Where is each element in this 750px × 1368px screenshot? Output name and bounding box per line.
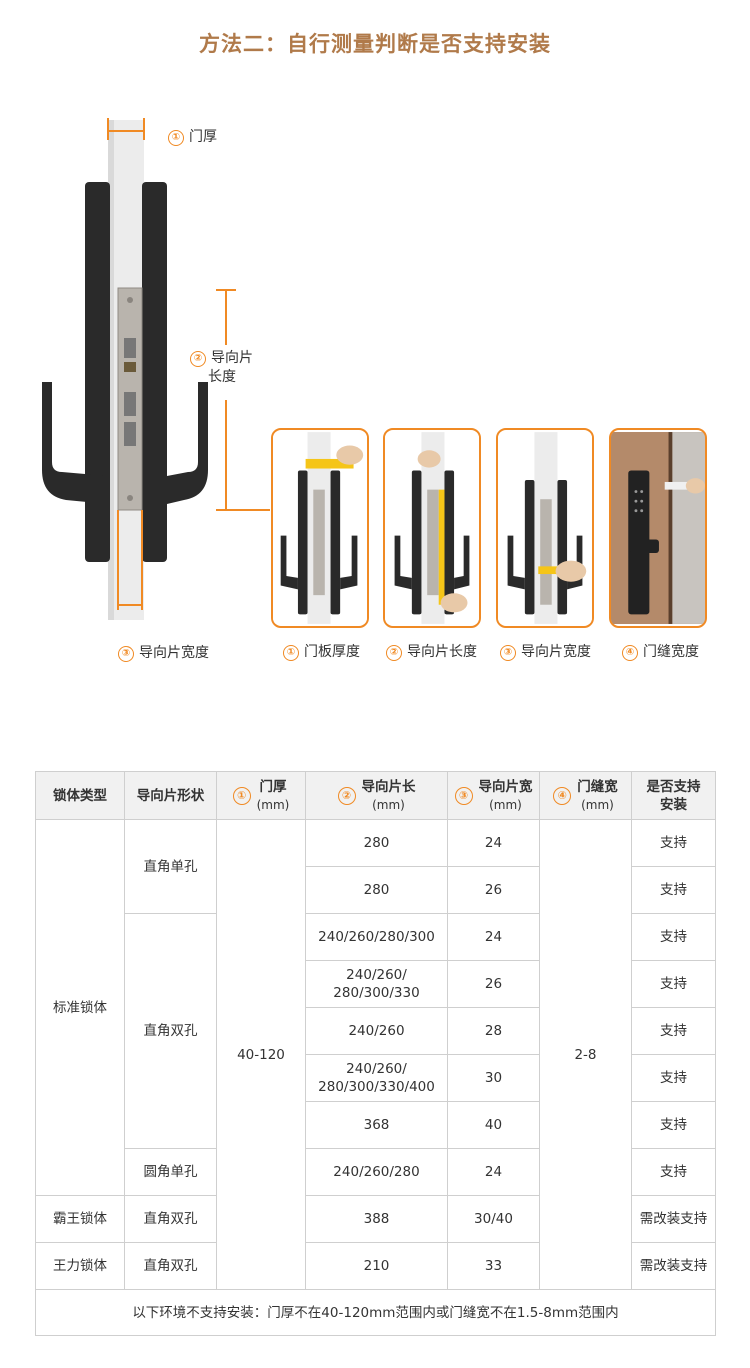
cell-guide-length: 240/260/280/300/330: [305, 960, 448, 1008]
cell-lock-type-bawang: 霸王锁体: [35, 1195, 125, 1243]
cell-door-gap: 2-8: [539, 819, 632, 1290]
table-row: 标准锁体 直角单孔 40-120 280 24 2-8 支持: [35, 819, 716, 1290]
table-row: 240/260 28 支持: [36, 1007, 716, 1055]
cell-supported: 支持: [631, 1148, 716, 1196]
cell-supported: 支持: [631, 913, 716, 961]
table-row: 240/260/280/300/330 26 支持: [36, 960, 716, 1008]
cell-shape-bawang: 直角双孔: [124, 1195, 217, 1243]
measure-card-guide-width: [496, 428, 594, 628]
cell-guide-width: 30: [447, 1054, 540, 1102]
cell-shape-round-single: 圆角单孔: [124, 1148, 217, 1196]
table-row: 280 26 支持: [36, 866, 716, 914]
cell-supported: 支持: [631, 1054, 716, 1102]
table-row: 240/260/280/300/330/400 30 支持: [36, 1054, 716, 1102]
header-supported: 是否支持安装: [631, 771, 716, 820]
lock-measurement-illustration: [42, 118, 270, 620]
cell-lock-type-wangli: 王力锁体: [35, 1242, 125, 1290]
cell-shape-right-double: 直角双孔: [124, 913, 217, 1149]
cell-supported: 支持: [631, 819, 716, 867]
cell-guide-width: 26: [447, 866, 540, 914]
table-row: 王力锁体 直角双孔 210 33 需改装支持: [35, 1242, 716, 1290]
cell-guide-width: 26: [447, 960, 540, 1008]
cell-shape-wangli: 直角双孔: [124, 1242, 217, 1290]
cell-guide-width: 30/40: [447, 1195, 540, 1243]
cell-guide-length: 280: [305, 819, 448, 867]
measure-photo-door-thickness: [273, 432, 367, 624]
cell-guide-length: 240/260/280/300: [305, 913, 448, 961]
cell-guide-length: 388: [305, 1195, 448, 1243]
measure-photo-door-gap: [611, 432, 705, 624]
table-row: 圆角单孔 240/260/280 24 支持: [36, 1148, 716, 1196]
cell-guide-width: 33: [447, 1242, 540, 1290]
cell-guide-length: 240/260: [305, 1007, 448, 1055]
cell-guide-length: 368: [305, 1101, 448, 1149]
page-title: 方法二：自行测量判断是否支持安装: [199, 32, 551, 56]
cell-guide-length: 210: [305, 1242, 448, 1290]
cell-shape-right-single: 直角单孔: [124, 819, 217, 914]
cell-supported: 需改装支持: [631, 1242, 716, 1290]
cell-guide-length: 280: [305, 866, 448, 914]
cell-supported: 支持: [631, 1007, 716, 1055]
cell-guide-width: 24: [447, 819, 540, 867]
measure-photo-guide-width: [498, 432, 592, 624]
outer-lock-body: [142, 182, 167, 562]
cell-guide-width: 40: [447, 1101, 540, 1149]
outer-handle: [167, 382, 208, 504]
inner-handle: [42, 382, 108, 504]
cell-door-thickness: 40-120: [216, 819, 306, 1290]
cell-guide-length: 240/260/280: [305, 1148, 448, 1196]
header-guide-shape: 导向片形状: [124, 771, 217, 820]
unsupported-note: 以下环境不支持安装：门厚不在40-120mm范围内或门缝宽不在1.5-8mm范围…: [35, 1289, 716, 1336]
header-lock-type: 锁体类型: [35, 771, 125, 820]
cell-supported: 支持: [631, 866, 716, 914]
table-footer-row: 以下环境不支持安装：门厚不在40-120mm范围内或门缝宽不在1.5-8mm范围…: [35, 1289, 716, 1336]
cell-supported: 支持: [631, 960, 716, 1008]
cell-lock-type-standard: 标准锁体: [35, 819, 125, 1196]
cell-supported: 支持: [631, 1101, 716, 1149]
cell-guide-width: 28: [447, 1007, 540, 1055]
cell-supported: 需改装支持: [631, 1195, 716, 1243]
table-row: 368 40 支持: [36, 1101, 716, 1149]
cell-guide-width: 24: [447, 913, 540, 961]
inner-lock-body: [85, 182, 110, 562]
measure-card-guide-length: [383, 428, 481, 628]
measure-photo-guide-length: [385, 432, 479, 624]
table-row: 直角双孔 240/260/280/300 24 支持: [36, 913, 716, 1149]
cell-guide-width: 24: [447, 1148, 540, 1196]
measure-card-door-thickness: [271, 428, 369, 628]
cell-guide-length: 240/260/280/300/330/400: [305, 1054, 448, 1102]
measure-card-door-gap: [609, 428, 707, 628]
